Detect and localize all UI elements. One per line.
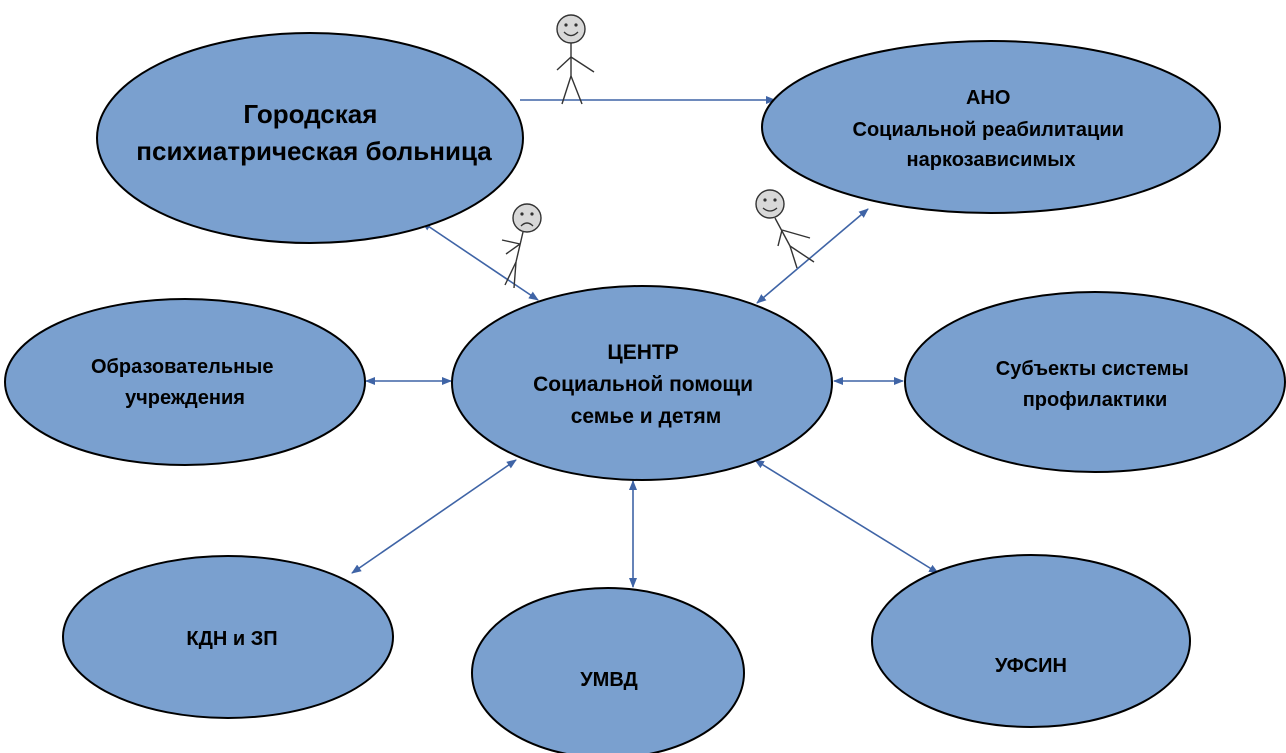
node-center: ЦЕНТР Социальной помощи семье и детям — [451, 285, 833, 481]
node-education-line-1: Образовательные — [91, 356, 274, 378]
node-education: Образовательные учреждения — [4, 298, 366, 466]
node-umvd-line-1: УМВД — [580, 669, 638, 691]
happy-icon — [556, 14, 586, 44]
figure-left-body — [501, 231, 524, 289]
happy-icon — [755, 189, 785, 219]
node-education-label: Образовательные учреждения — [91, 356, 279, 409]
edges-layer — [351, 96, 939, 588]
node-prevention: Субъекты системы профилактики — [904, 291, 1286, 473]
node-ano-rehab-label: АНО Социальной реабилитации наркозависим… — [853, 87, 1130, 171]
figure-top-body — [556, 43, 595, 105]
node-ano-rehab: АНО Социальной реабилитации наркозависим… — [761, 40, 1221, 214]
node-ufsin-line-1: УФСИН — [995, 655, 1067, 677]
node-umvd-label: УМВД — [580, 669, 638, 691]
edge-center-ano — [756, 208, 869, 304]
node-kdn: КДН и ЗП — [62, 555, 394, 719]
node-umvd: УМВД — [471, 587, 745, 753]
edge-center-ufsin — [754, 459, 939, 574]
node-ufsin-label: УФСИН — [995, 655, 1067, 677]
node-education-line-2: учреждения — [125, 387, 245, 409]
edge-center-hospital — [421, 221, 539, 301]
figure-left — [501, 203, 542, 289]
sad-icon — [512, 203, 542, 233]
node-city-hospital-line-2: психиатрическая больница — [136, 136, 492, 166]
node-center-line-3: семье и детям — [571, 405, 722, 428]
figure-top — [556, 14, 595, 105]
node-prevention-line-2: профилактики — [1023, 389, 1168, 411]
figure-right-body — [774, 217, 815, 269]
node-kdn-label: КДН и ЗП — [186, 628, 277, 650]
node-center-line-2: Социальной помощи — [533, 373, 753, 396]
node-kdn-line-1: КДН и ЗП — [186, 628, 277, 650]
node-prevention-line-1: Субъекты системы — [996, 358, 1189, 380]
node-ano-rehab-line-2: Социальной реабилитации — [853, 119, 1124, 141]
node-city-hospital-label: Городская психиатрическая больница — [136, 99, 492, 166]
node-center-label: ЦЕНТР Социальной помощи семье и детям — [533, 341, 759, 428]
node-prevention-label: Субъекты системы профилактики — [996, 358, 1194, 411]
edge-center-kdn — [351, 459, 517, 574]
node-ano-rehab-line-1: АНО — [966, 87, 1010, 109]
node-ufsin: УФСИН — [871, 554, 1191, 728]
node-city-hospital-line-1: Городская — [243, 99, 377, 129]
node-city-hospital: Городская психиатрическая больница — [96, 32, 524, 244]
figure-right — [755, 189, 815, 269]
node-center-line-1: ЦЕНТР — [607, 341, 678, 364]
node-ano-rehab-line-3: наркозависимых — [907, 149, 1076, 171]
